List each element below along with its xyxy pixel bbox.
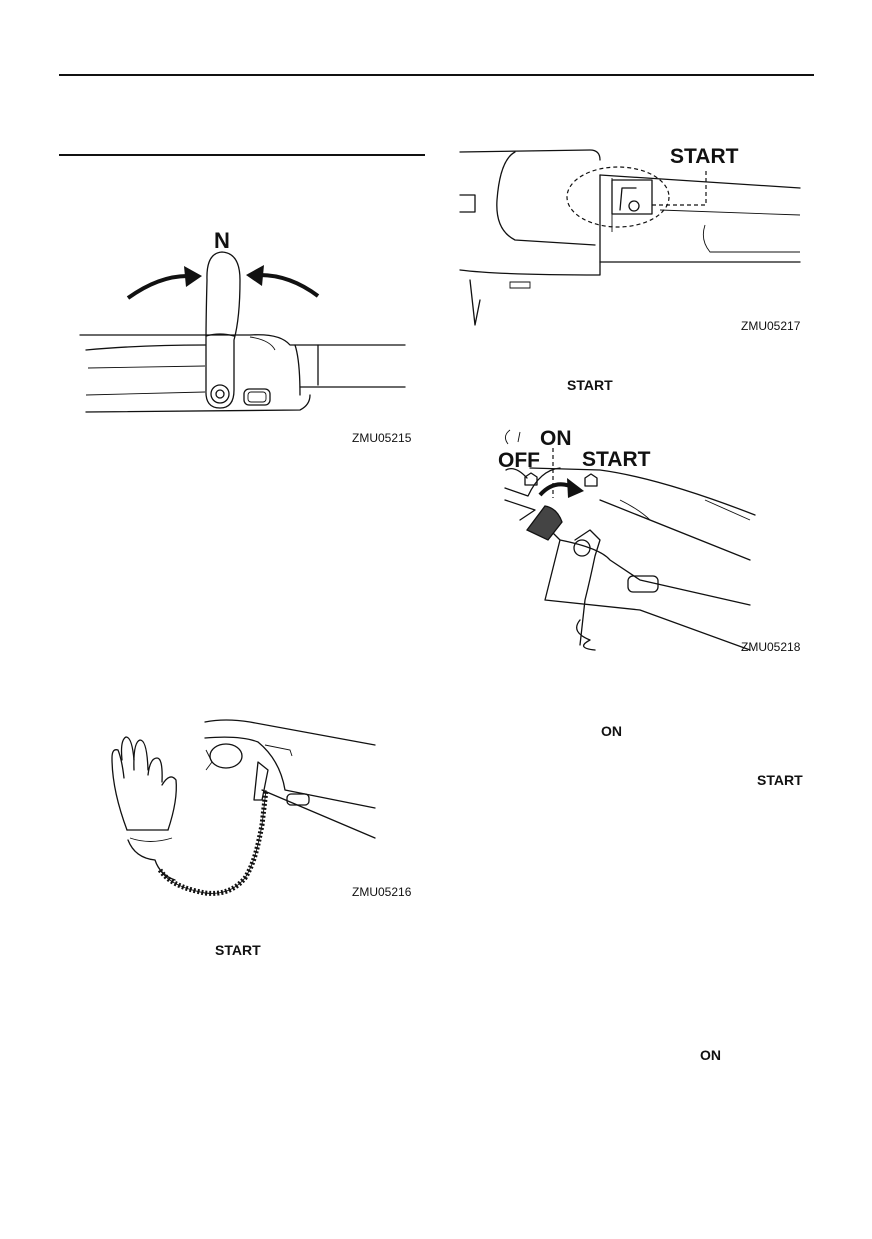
callout-start-fig3: START bbox=[670, 145, 739, 168]
text-start-right-2: START bbox=[757, 772, 803, 788]
text-on-right-2: ON bbox=[700, 1047, 721, 1063]
figure-code-zmu05217: ZMU05217 bbox=[741, 319, 801, 333]
figure-code-zmu05218: ZMU05218 bbox=[741, 640, 801, 654]
callout-off-fig4: OFF bbox=[498, 449, 540, 472]
figure-code-zmu05215: ZMU05215 bbox=[352, 431, 412, 445]
text-start-right-1: START bbox=[567, 377, 613, 393]
text-start-left: START bbox=[215, 942, 261, 958]
callout-n: N bbox=[214, 228, 230, 253]
callout-on-fig4: ON bbox=[540, 427, 572, 450]
text-on-right-1: ON bbox=[601, 723, 622, 739]
callout-start-fig4: START bbox=[582, 448, 651, 471]
section-rule bbox=[59, 154, 425, 156]
header-rule bbox=[59, 74, 814, 76]
figure-code-zmu05216: ZMU05216 bbox=[352, 885, 412, 899]
